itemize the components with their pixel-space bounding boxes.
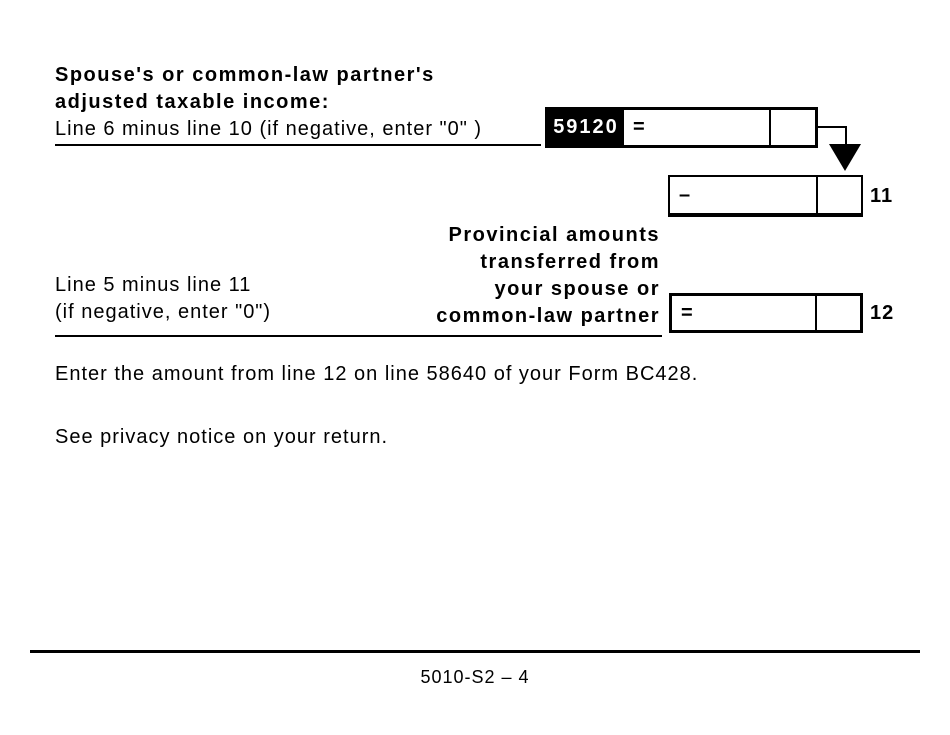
line5-minus-line11-label: Line 5 minus line 11 (if negative, enter… — [55, 272, 271, 326]
line-number-12: 12 — [870, 301, 895, 324]
transfer-label: Provincial amounts transferred from your… — [300, 222, 660, 330]
cents-field-59120[interactable] — [771, 110, 815, 145]
transfer-label-line-2: transferred from — [480, 251, 660, 273]
equals-sign: = — [681, 301, 694, 324]
row-underline — [55, 335, 662, 337]
equals-sign: = — [633, 116, 646, 138]
transfer-label-line-1: Provincial amounts — [448, 224, 660, 246]
footer-rule — [30, 650, 920, 653]
cents-divider — [815, 296, 817, 330]
privacy-note: See privacy notice on your return. — [55, 426, 389, 448]
amount-box-12: = — [669, 293, 863, 333]
transfer-label-line-3: your spouse or — [494, 278, 660, 300]
field-row-59120: 59120 = — [545, 107, 818, 148]
connector-vertical-line — [845, 126, 847, 146]
heading-underline — [55, 144, 541, 146]
amount-field-11[interactable]: – — [670, 177, 816, 213]
transfer-label-line-4: common-law partner — [436, 305, 660, 327]
field-code-badge: 59120 — [548, 110, 624, 145]
amount-box-11: – — [668, 175, 863, 217]
field-row-12: = 12 — [669, 293, 894, 333]
heading-line-1: Spouse's or common-law partner's — [55, 64, 435, 86]
cents-field-12[interactable] — [817, 296, 860, 330]
page-identifier: 5010-S2 – 4 — [420, 667, 530, 687]
cents-divider — [769, 110, 771, 145]
arrow-down-icon — [829, 144, 861, 171]
amount-box-59120: 59120 = — [545, 107, 818, 148]
cents-divider — [816, 177, 818, 213]
heading-line-2: adjusted taxable income: — [55, 91, 330, 113]
line-number-11: 11 — [870, 184, 894, 207]
cents-field-11[interactable] — [818, 177, 861, 213]
connector-horizontal-line — [818, 126, 847, 128]
amount-field-59120[interactable]: = — [624, 110, 769, 145]
amount-field-12[interactable]: = — [672, 296, 815, 330]
enter-amount-note: Enter the amount from line 12 on line 58… — [55, 363, 699, 385]
minus-sign: – — [679, 183, 692, 206]
spouse-income-heading: Spouse's or common-law partner's adjuste… — [55, 62, 482, 143]
field-row-11: – 11 — [668, 175, 893, 217]
heading-line-3: Line 6 minus line 10 (if negative, enter… — [55, 118, 483, 140]
left-label-line-2: (if negative, enter "0") — [55, 301, 272, 323]
left-label-line-1: Line 5 minus line 11 — [55, 274, 252, 296]
